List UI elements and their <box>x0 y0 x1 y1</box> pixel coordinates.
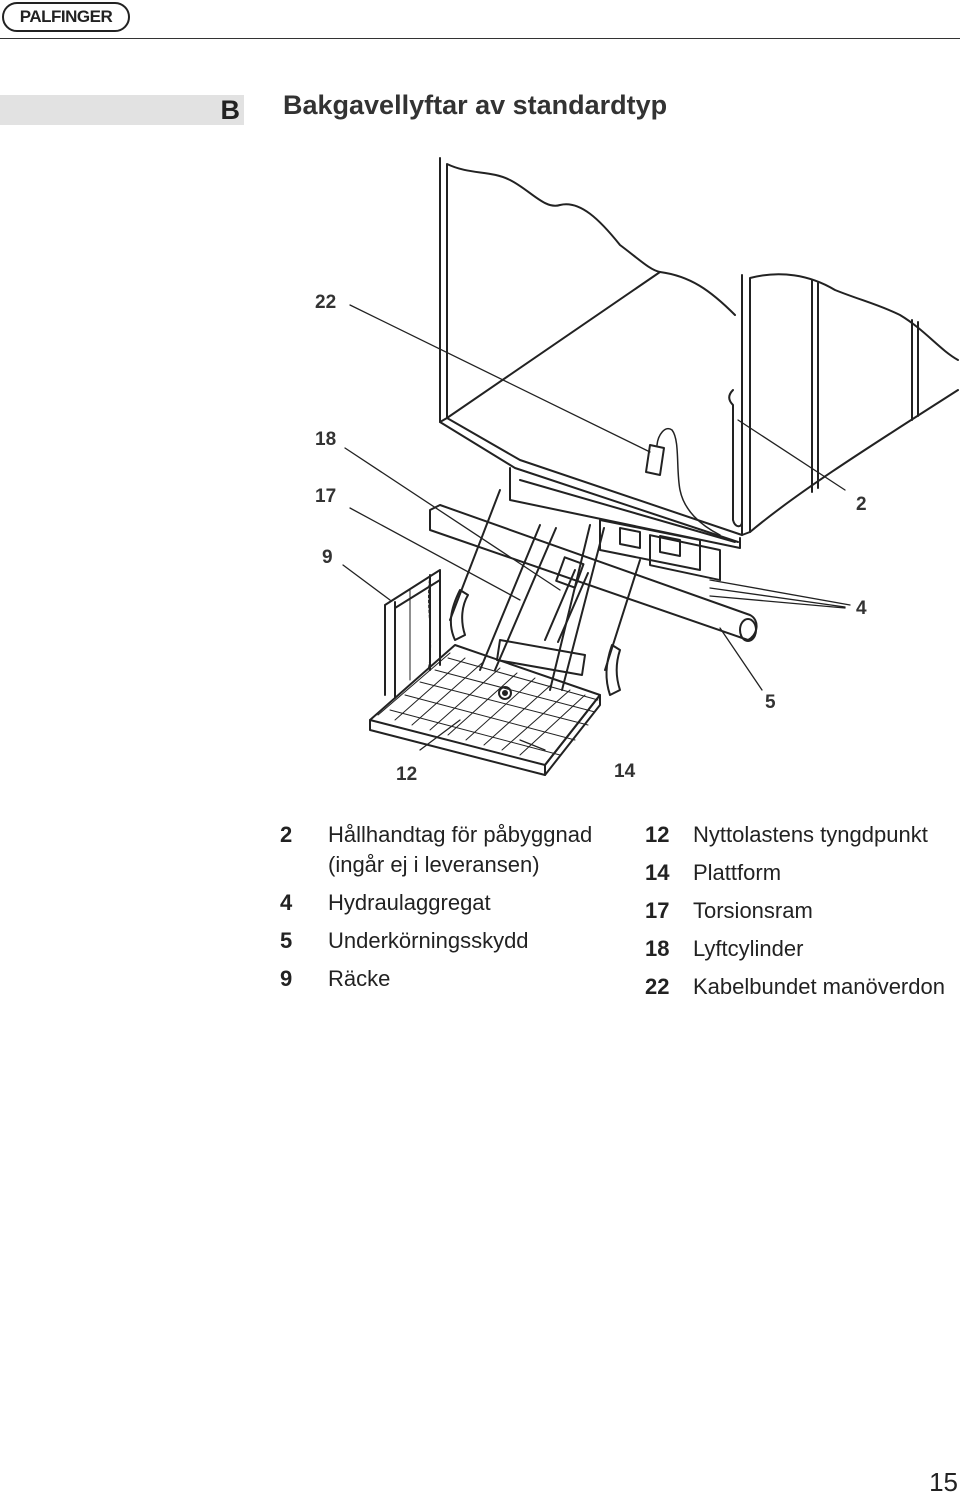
legend-text: Nyttolastens tyngdpunkt <box>693 822 928 847</box>
callout-14: 14 <box>614 761 636 782</box>
legend-number: 18 <box>645 936 670 961</box>
lift-cylinder <box>544 569 589 643</box>
legend-text: Hållhandtag för påbyggnad (ingår ej i le… <box>328 822 593 877</box>
legend-item: 17 Torsionsram <box>645 896 960 926</box>
callout-5: 5 <box>765 692 776 713</box>
callout-2: 2 <box>856 494 867 515</box>
callout-17: 17 <box>315 486 336 507</box>
legend-item: 18 Lyftcylinder <box>645 934 960 964</box>
legend-number: 2 <box>280 822 293 847</box>
legend-text: Hydraulaggregat <box>328 890 491 915</box>
callout-9: 9 <box>322 547 333 568</box>
palfinger-logo: PALFINGER <box>2 2 130 32</box>
railing <box>384 569 441 699</box>
truck-floor-top-edge <box>446 271 736 419</box>
legend-item: 4 Hydraulaggregat <box>280 888 640 918</box>
legend-number: 5 <box>280 928 293 953</box>
legend-text: Kabelbundet manöverdon <box>693 974 945 999</box>
header-divider <box>0 38 960 39</box>
hydraulic-unit <box>649 534 721 582</box>
payload-center-mark <box>498 686 512 700</box>
legend-left-column: 2 Hållhandtag för påbyggnad (ingår ej i … <box>280 820 640 1002</box>
legend-text: Torsionsram <box>693 898 813 923</box>
tail-lift-illustration: 22 18 17 9 2 4 5 12 14 <box>315 157 959 785</box>
legend-number: 17 <box>645 898 670 923</box>
legend-number: 12 <box>645 822 670 847</box>
legend-item: 2 Hållhandtag för påbyggnad (ingår ej i … <box>280 820 640 880</box>
legend-item: 12 Nyttolastens tyngdpunkt <box>645 820 960 850</box>
truck-right-wall-front <box>749 389 959 533</box>
truck-left-wall <box>439 157 661 423</box>
torsion-frame <box>479 524 605 691</box>
callout-12: 12 <box>396 764 417 785</box>
legend-item: 9 Räcke <box>280 964 640 994</box>
legend-text: Räcke <box>328 966 391 991</box>
legend-text: Lyftcylinder <box>693 936 804 961</box>
legend-item: 22 Kabelbundet manöverdon <box>645 972 960 1002</box>
page-number: 15 <box>929 1467 958 1497</box>
legend-right-column: 12 Nyttolastens tyngdpunkt 14 Plattform … <box>645 820 960 1010</box>
remote-cable <box>656 428 721 536</box>
callout-18: 18 <box>315 429 336 450</box>
legend-item: 14 Plattform <box>645 858 960 888</box>
legend-number: 14 <box>645 860 670 885</box>
legend-number: 22 <box>645 974 670 999</box>
remote-control <box>645 444 665 476</box>
legend-number: 9 <box>280 966 293 991</box>
section-letter: B <box>0 95 244 125</box>
callout-4: 4 <box>856 598 867 619</box>
truck-floor-bottom-edge <box>446 417 743 536</box>
grab-handle <box>728 389 743 528</box>
page-title: Bakgavellyftar av standardtyp <box>283 90 668 120</box>
legend-item: 5 Underkörningsskydd <box>280 926 640 956</box>
callout-22: 22 <box>315 292 336 313</box>
platform <box>369 644 601 766</box>
legend-text: Plattform <box>693 860 782 885</box>
truck-right-wall <box>741 273 959 536</box>
legend-text: Underkörningsskydd <box>328 928 529 953</box>
legend-number: 4 <box>280 890 293 915</box>
